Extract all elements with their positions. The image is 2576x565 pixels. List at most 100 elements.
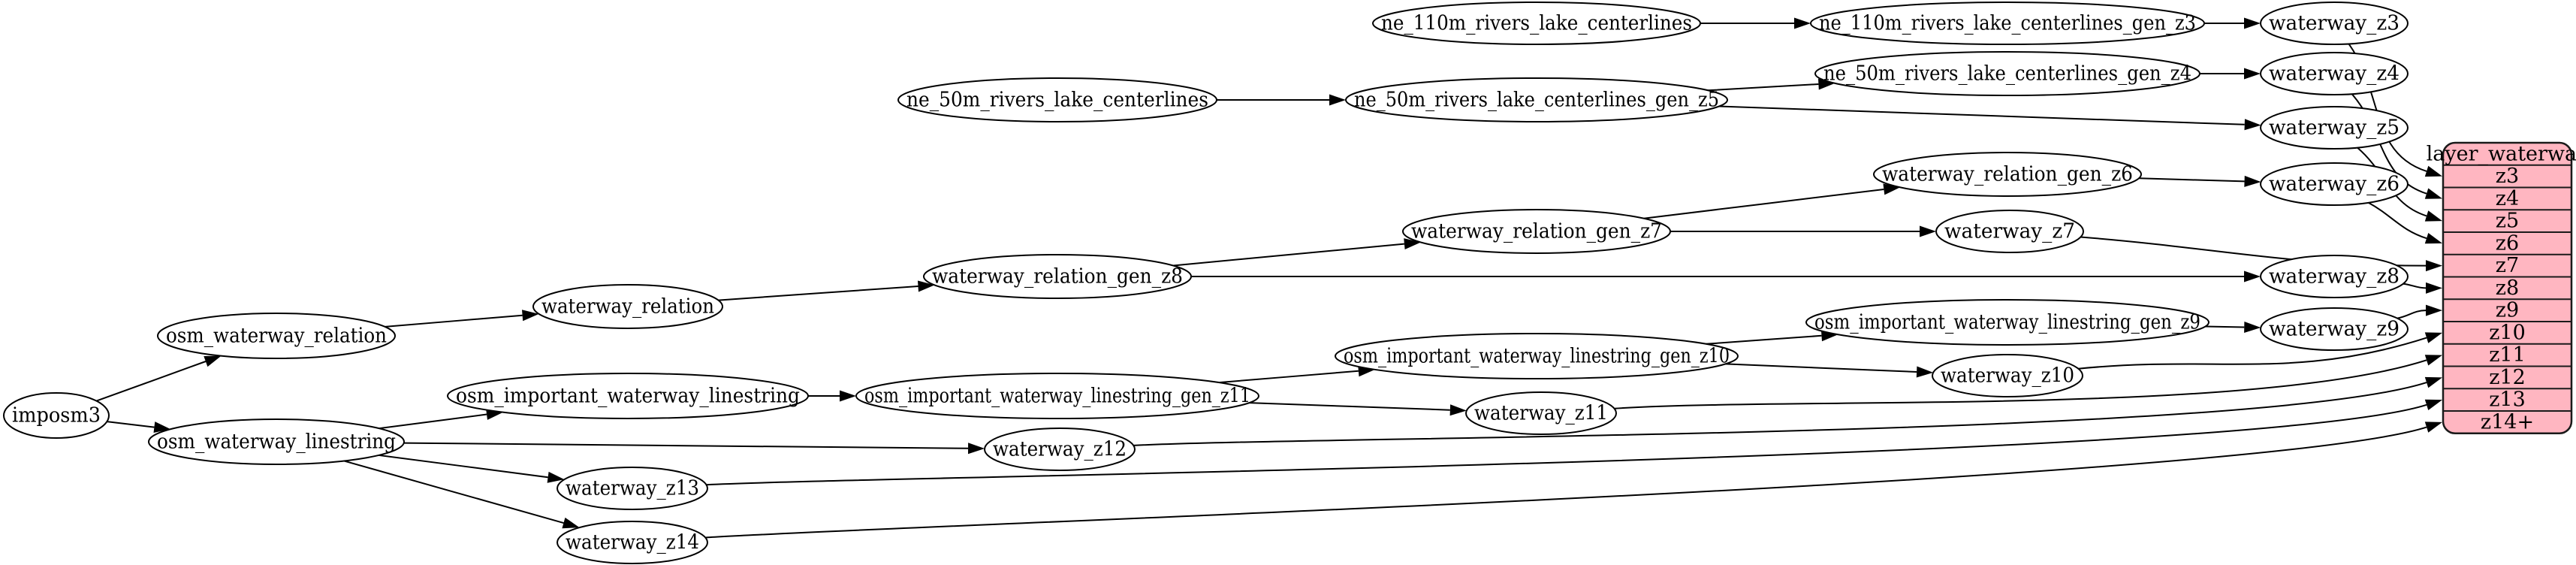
edge-waterway_z11--layer_waterway-z11: [1614, 359, 2427, 409]
edge-waterway_z8--layer_waterway-z8: [2403, 282, 2427, 289]
edge-waterway_z10--layer_waterway-z10: [2078, 337, 2427, 370]
edge-imposm3--osm_waterway_relation: [96, 361, 207, 402]
edge-osm_important_waterway_linestring_gen_z11--osm_important_waterway_linestring_gen_z10: [1219, 370, 1359, 384]
edge-waterway_z6--layer_waterway-z6: [2368, 201, 2427, 240]
node-ellipse: [2260, 52, 2409, 95]
edge-waterway_z14--layer_waterway-z14+: [705, 426, 2427, 539]
table-row-z9: z9: [2496, 299, 2519, 322]
graph-edges: [96, 17, 2442, 539]
node-label: waterway_relation: [541, 295, 714, 319]
node-waterway_z3: waterway_z3: [2260, 2, 2409, 45]
edge-osm_important_waterway_linestring_gen_z10--osm_important_waterway_linestring_gen_z9: [1706, 334, 1822, 345]
node-ellipse: [557, 521, 708, 564]
node-label: waterway_relation_gen_z8: [932, 265, 1183, 289]
edge-osm_important_waterway_linestring_gen_z11--waterway_z11: [1249, 402, 1450, 411]
node-waterway_z6: waterway_z6: [2260, 162, 2409, 206]
table-background: [2442, 141, 2573, 434]
node-ellipse: [2260, 2, 2409, 45]
table-row-z3: z3: [2496, 165, 2519, 188]
node-label: waterway_relation_gen_z7: [1411, 220, 1662, 243]
node-label: waterway_z5: [2269, 116, 2400, 140]
node-waterway_z7: waterway_z7: [1935, 210, 2084, 253]
node-waterway_z8: waterway_z8: [2260, 255, 2409, 298]
node-label: waterway_z11: [1474, 402, 1608, 425]
table-row-z13: z13: [2489, 388, 2526, 412]
edge-waterway_relation--waterway_relation_gen_z8: [718, 286, 918, 301]
arrowhead-icon: [1818, 78, 1835, 90]
arrowhead-icon: [2244, 119, 2261, 131]
arrowhead-icon: [547, 471, 565, 483]
node-osm_important_waterway_linestring: osm_important_waterway_linestring: [447, 373, 809, 419]
table-row-z12: z12: [2489, 366, 2526, 389]
node-waterway_relation_gen_z6: waterway_relation_gen_z6: [1873, 152, 2142, 197]
node-label: waterway_z4: [2269, 62, 2400, 86]
graph-nodes: imposm3osm_waterway_relationosm_waterway…: [3, 2, 2409, 564]
node-waterway_relation_gen_z7: waterway_relation_gen_z7: [1402, 209, 1671, 254]
node-ellipse: [447, 373, 809, 419]
edge-osm_important_waterway_linestring_gen_z10--waterway_z10: [1725, 363, 1917, 373]
arrowhead-icon: [204, 355, 222, 367]
node-ellipse: [2260, 307, 2409, 351]
arrowhead-icon: [1404, 238, 1421, 249]
node-label: osm_important_waterway_linestring_gen_z1…: [864, 385, 1250, 408]
node-ellipse: [855, 373, 1259, 419]
node-label: waterway_z12: [993, 438, 1127, 461]
node-label: waterway_z8: [2269, 265, 2400, 289]
node-waterway_z11: waterway_z11: [1465, 391, 1617, 435]
arrowhead-icon: [968, 443, 985, 455]
table-header: layer_waterway: [2427, 142, 2576, 165]
node-ellipse: [1873, 152, 2142, 197]
edge-imposm3--osm_waterway_linestring: [107, 421, 155, 428]
table-row-z8: z8: [2496, 276, 2519, 300]
node-ellipse: [3, 392, 110, 439]
arrowhead-icon: [562, 517, 580, 529]
edge-waterway_z13--layer_waterway-z13: [706, 403, 2427, 486]
node-ellipse: [984, 428, 1136, 471]
edge-waterway_relation_gen_z8--waterway_relation_gen_z7: [1173, 243, 1404, 267]
node-ellipse: [148, 418, 405, 465]
table-row-z10: z10: [2489, 321, 2526, 344]
edge-waterway_z12--layer_waterway-z12: [1133, 382, 2427, 446]
arrowhead-icon: [2424, 165, 2442, 177]
node-ellipse: [2260, 255, 2409, 298]
arrowhead-icon: [2424, 376, 2442, 388]
node-label: ne_50m_rivers_lake_centerlines_gen_z4: [1823, 62, 2191, 86]
arrowhead-icon: [2244, 270, 2261, 282]
node-label: waterway_z13: [566, 477, 699, 500]
node-osm_waterway_relation: osm_waterway_relation: [157, 313, 396, 359]
node-label: osm_waterway_linestring: [157, 431, 396, 454]
node-waterway_z13: waterway_z13: [557, 467, 708, 510]
node-ellipse: [2260, 162, 2409, 206]
node-ellipse: [1372, 2, 1701, 45]
edge-osm_waterway_linestring--osm_important_waterway_linestring: [379, 413, 487, 430]
edge-waterway_z9--layer_waterway-z9: [2397, 310, 2427, 319]
node-waterway_z4: waterway_z4: [2260, 52, 2409, 95]
node-ellipse: [1810, 2, 2205, 45]
arrowhead-icon: [1449, 404, 1467, 416]
node-waterway_relation: waterway_relation: [532, 284, 723, 329]
node-ellipse: [1345, 77, 1728, 122]
table-row-z5: z5: [2496, 210, 2519, 233]
table-row-z11: z11: [2489, 343, 2526, 367]
node-ne_50m_rivers_lake_centerlines: ne_50m_rivers_lake_centerlines: [897, 77, 1217, 122]
arrowhead-icon: [2424, 421, 2442, 433]
node-ellipse: [1935, 210, 2084, 253]
table-row-z4: z4: [2496, 187, 2519, 210]
edge-osm_waterway_linestring--waterway_z13: [379, 454, 548, 479]
edge-waterway_relation_gen_z6--waterway_z6: [2139, 177, 2245, 183]
arrowhead-icon: [840, 390, 856, 402]
arrowhead-icon: [1820, 330, 1838, 342]
node-label: waterway_z10: [1941, 364, 2074, 388]
node-ellipse: [157, 313, 396, 359]
edge-ne_50m_rivers_lake_centerlines_gen_z5--waterway_z5: [1718, 105, 2245, 125]
node-ellipse: [1465, 391, 1617, 435]
node-ne_50m_rivers_lake_centerlines_gen_z5: ne_50m_rivers_lake_centerlines_gen_z5: [1345, 77, 1728, 122]
node-label: ne_110m_rivers_lake_centerlines: [1381, 12, 1692, 35]
arrowhead-icon: [2244, 322, 2261, 333]
table-row-z14+: z14+: [2481, 410, 2534, 434]
arrowhead-icon: [2424, 332, 2442, 343]
arrowhead-icon: [2426, 282, 2442, 294]
arrowhead-icon: [1916, 366, 1934, 378]
node-label: osm_important_waterway_linestring_gen_z9: [1814, 311, 2200, 334]
